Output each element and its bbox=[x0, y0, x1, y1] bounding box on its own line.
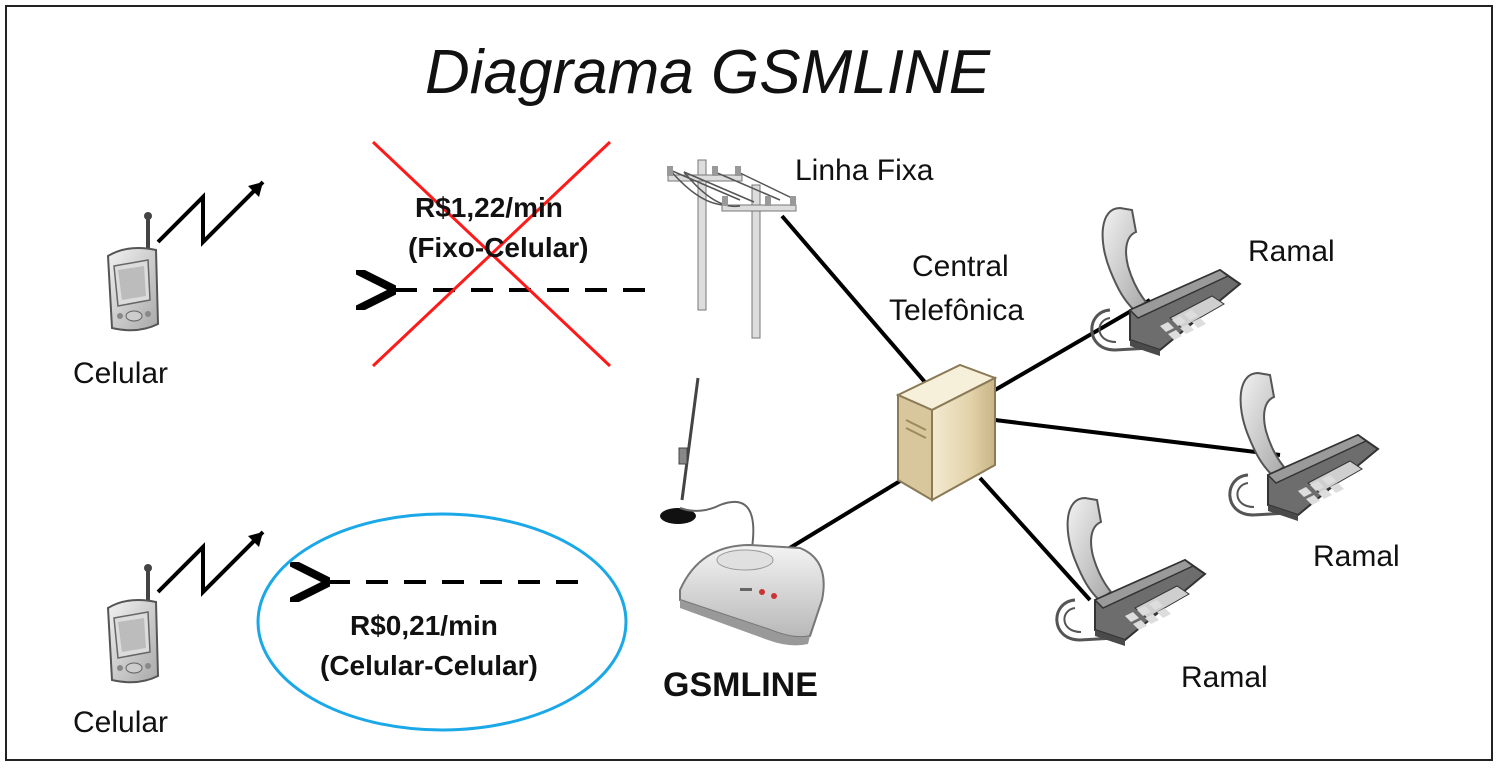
ramal-label-2: Ramal bbox=[1313, 540, 1400, 573]
central-label-line1: Central bbox=[912, 250, 1009, 283]
page-title: Diagrama GSMLINE bbox=[425, 38, 991, 107]
central-server-icon bbox=[895, 363, 998, 502]
line-gsm-central bbox=[768, 476, 907, 562]
ramal-label-3: Ramal bbox=[1181, 661, 1268, 694]
pole-icon bbox=[667, 159, 797, 339]
gsm-device-icon bbox=[679, 543, 825, 646]
antenna-icon bbox=[660, 377, 755, 549]
line-central-ramal-1 bbox=[993, 298, 1152, 392]
cross-out-icon bbox=[371, 140, 612, 368]
line-central-ramal-3 bbox=[978, 476, 1092, 602]
ramal-label-1: Ramal bbox=[1248, 235, 1335, 268]
highlight-ellipse bbox=[256, 512, 628, 732]
desk-phone-icon bbox=[1228, 371, 1380, 523]
central-label-line2: Telefônica bbox=[889, 294, 1025, 327]
desk-phone-icon bbox=[1055, 496, 1207, 648]
fixed-rate-price: R$1,22/min bbox=[415, 192, 563, 223]
mobile-phone-icon bbox=[107, 563, 159, 684]
line-pole-central bbox=[780, 214, 932, 390]
linha-fixa-label: Linha Fixa bbox=[795, 154, 934, 187]
celular-label-bottom: Celular bbox=[73, 706, 169, 739]
line-central-ramal-2 bbox=[994, 418, 1281, 457]
gsmline-label: GSMLINE bbox=[663, 666, 818, 704]
desk-phone-icon bbox=[1090, 206, 1242, 358]
signal-zigzag-icon bbox=[156, 180, 265, 244]
mobile-phone-icon bbox=[107, 211, 159, 332]
celular-label-top: Celular bbox=[73, 357, 169, 390]
fixed-rate-kind: (Fixo-Celular) bbox=[408, 232, 589, 263]
mobile-rate-price: R$0,21/min bbox=[350, 610, 498, 641]
signal-zigzag-icon bbox=[156, 530, 265, 594]
mobile-rate-kind: (Celular-Celular) bbox=[320, 650, 538, 681]
